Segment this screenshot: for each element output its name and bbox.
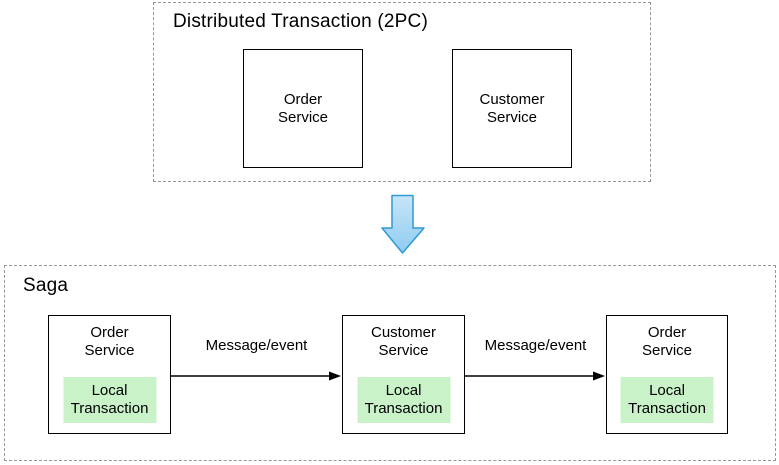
node-order-service-saga: Order Service Local Transaction xyxy=(48,315,171,434)
flow-arrow-icon xyxy=(171,371,341,381)
group-saga: Saga Order Service Local Transaction Mes… xyxy=(4,265,776,461)
node-label: Order Service xyxy=(641,324,693,359)
node-order-service-2pc: Order Service xyxy=(243,49,363,168)
node-order-service-saga-2: Order Service Local Transaction xyxy=(606,315,728,434)
node-local-transaction: Local Transaction xyxy=(620,377,714,423)
group-title-saga: Saga xyxy=(23,275,69,296)
node-customer-service-2pc: Customer Service xyxy=(452,49,572,168)
node-label: Customer Service xyxy=(370,324,437,359)
group-title-2pc: Distributed Transaction (2PC) xyxy=(173,11,429,32)
node-label: Order Service xyxy=(277,90,329,126)
edge-label-message-event: Message/event xyxy=(484,337,587,354)
node-local-transaction: Local Transaction xyxy=(357,377,450,423)
node-customer-service-saga: Customer Service Local Transaction xyxy=(342,315,465,434)
edge-label-message-event: Message/event xyxy=(205,337,308,354)
flow-arrow-icon xyxy=(465,371,605,381)
down-arrow-icon xyxy=(381,194,425,254)
group-distributed-transaction: Distributed Transaction (2PC) Order Serv… xyxy=(153,2,651,182)
node-label: Customer Service xyxy=(479,90,545,126)
node-label: Order Service xyxy=(84,324,135,359)
node-local-transaction: Local Transaction xyxy=(63,377,156,423)
